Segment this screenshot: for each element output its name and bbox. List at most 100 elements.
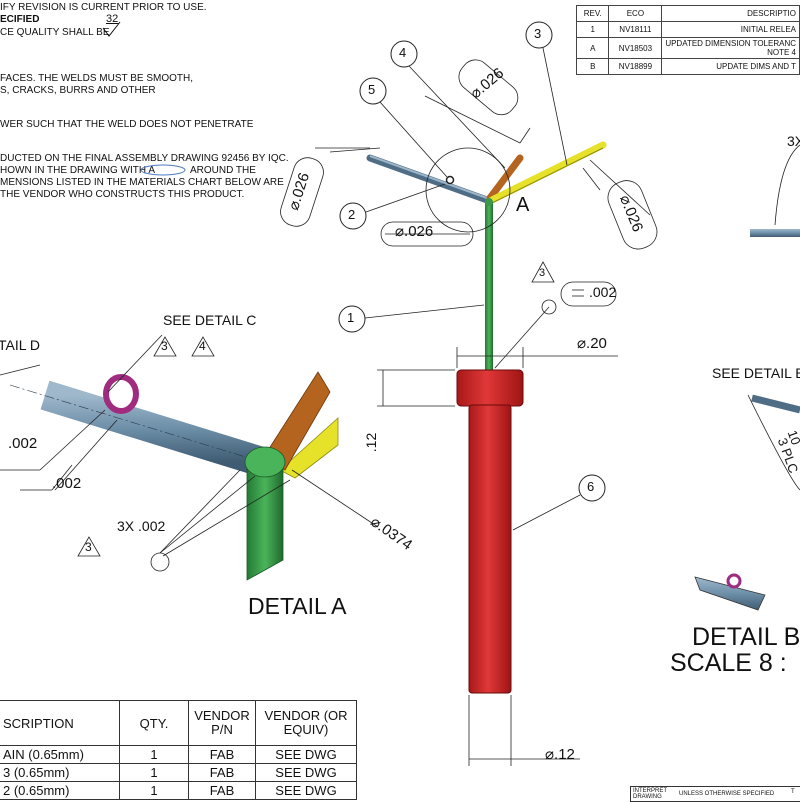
red-body [468, 404, 512, 694]
rev-cell: NV18899 [608, 58, 663, 75]
detail-a-triangle-3b [77, 536, 101, 557]
balloon-1 [338, 305, 366, 333]
pin-yellow [488, 141, 607, 204]
mat-cell: 2 (0.65mm) [0, 781, 120, 800]
title-unless: UNLESS OTHERWISE SPECIFIED [679, 791, 775, 797]
balloon-5-label: 5 [368, 82, 376, 97]
materials-table: SCRIPTION QTY. VENDOR P/N VENDOR (OR EQU… [0, 700, 357, 800]
detail-b-pin-partial [751, 394, 800, 414]
pin-blue-left [366, 154, 491, 204]
note-ellipse-symbol [140, 164, 186, 176]
pin-green-stem [485, 202, 493, 374]
detail-c-ring [726, 573, 742, 589]
note-line-10: THE VENDOR WHO CONSTRUCTS THIS PRODUCT. [0, 189, 245, 200]
pin-junction [485, 198, 493, 206]
detail-a-3x002: 3X .002 [117, 518, 166, 534]
mat-cell: 3 (0.65mm) [0, 763, 120, 782]
balloon-5 [359, 77, 387, 105]
note-line-1: IFY REVISION IS CURRENT PRIOR TO USE. [0, 2, 207, 13]
detail-a-blue-pin-centerline [9, 384, 263, 463]
revision-row: B NV18899 UPDATE DIMS AND T [575, 58, 800, 75]
balloon-3 [525, 21, 553, 49]
detail-c-shape [694, 576, 766, 611]
detail-a-flatness-circle [150, 552, 170, 572]
detail-a-circle [425, 147, 511, 233]
balloon-3-label: 3 [534, 26, 542, 41]
dim-12: ⌀.12 [545, 746, 575, 763]
balloon-2 [339, 202, 367, 230]
detail-a-tri4-label: 4 [199, 339, 206, 353]
detail-a-title: DETAIL A [248, 593, 347, 619]
right-arc [774, 144, 800, 226]
dim-box-026-left [280, 157, 324, 227]
revision-header-row: REV. ECO DESCRIPTIO [575, 5, 800, 22]
rev-desc-line: UPDATED DIMENSION TOLERANC [665, 39, 796, 48]
detail-a-ring [103, 374, 139, 414]
balloon-4-label: 4 [399, 45, 407, 60]
mat-cell: 1 [119, 781, 189, 800]
mat-cell: 1 [119, 763, 189, 782]
dim-026-bottom: ⌀.026 [395, 223, 434, 240]
detail-a-dim-002a: .002 [8, 435, 38, 452]
balloons [338, 21, 606, 502]
red-cap [456, 369, 524, 407]
pin-brown [486, 154, 524, 202]
view-label-a: A [516, 194, 530, 216]
note-line-8b: AROUND THE [190, 165, 256, 176]
rev-desc-line: NOTE 4 [767, 48, 796, 57]
note-line-8a: HOWN IN THE DRAWING WITH A [0, 165, 155, 176]
detail-a-annotations [0, 334, 379, 572]
revision-table: REV. ECO DESCRIPTIO 1 NV18111 INITIAL RE… [575, 5, 800, 75]
note-line-7: DUCTED ON THE FINAL ASSEMBLY DRAWING 924… [0, 153, 289, 164]
title-t: T [791, 789, 795, 795]
balloon-2-label: 2 [348, 207, 356, 222]
detail-a-tri3b-label: 3 [85, 540, 92, 554]
pin-yellow-edge [491, 147, 604, 204]
surface-finish-value: 32 [106, 13, 119, 25]
balloon-6 [578, 474, 606, 502]
rev-header-rev: REV. [575, 5, 610, 22]
rev-cell: UPDATE DIMS AND T [661, 58, 800, 75]
mat-header-qty: QTY. [119, 700, 189, 746]
right-3x-label: 3X [787, 133, 800, 149]
detail-d-partial: TAIL D [0, 337, 41, 353]
materials-row: AIN (0.65mm) 1 FAB SEE DWG [0, 745, 357, 764]
small-ring [445, 175, 455, 185]
detail-b-title: DETAIL B [692, 623, 800, 651]
note-line-4: FACES. THE WELDS MUST BE SMOOTH, [0, 73, 193, 84]
mat-header-vendor-equiv: VENDOR (OR EQUIV) [255, 700, 357, 746]
mat-cell: SEE DWG [255, 745, 357, 764]
note-line-2: ECIFIED [0, 14, 40, 25]
fcf-main [280, 59, 658, 315]
mat-cell: SEE DWG [255, 781, 357, 800]
detail-b-arc [747, 394, 800, 491]
detail-a-yellow-pin [279, 417, 339, 479]
detail-b-scale: SCALE 8 : [670, 649, 787, 677]
triangle-3-main [531, 261, 555, 283]
dim-20: ⌀.20 [577, 335, 607, 352]
mat-cell: 1 [119, 745, 189, 764]
balloon-4 [390, 40, 418, 68]
note-line-3: CE QUALITY SHALL BE [0, 27, 110, 38]
note-line-6: WER SUCH THAT THE WELD DOES NOT PENETRAT… [0, 119, 254, 130]
balloon-1-label: 1 [347, 310, 355, 325]
leader-lines [315, 47, 651, 766]
dim-box-026-right [607, 180, 658, 250]
mat-cell: AIN (0.65mm) [0, 745, 120, 764]
rev-cell: B [575, 58, 610, 75]
fcf-flatness-frame [560, 281, 617, 307]
mat-cell: FAB [188, 745, 256, 764]
dim-box-026-top [458, 59, 519, 116]
revision-row: A NV18503 UPDATED DIMENSION TOLERANC NOT… [575, 37, 800, 59]
mat-header-description: SCRIPTION [0, 700, 120, 746]
mat-cell: SEE DWG [255, 763, 357, 782]
pin-blue-left-highlight [369, 155, 488, 199]
mat-cell: FAB [188, 763, 256, 782]
detail-a-green-top [244, 446, 286, 478]
triangle-3-label: 3 [539, 267, 546, 279]
note-line-5: S, CRACKS, BURRS AND OTHER [0, 85, 156, 96]
mat-cell: FAB [188, 781, 256, 800]
materials-row: 3 (0.65mm) 1 FAB SEE DWG [0, 763, 357, 782]
dim-12-vertical: .12 [363, 432, 380, 453]
